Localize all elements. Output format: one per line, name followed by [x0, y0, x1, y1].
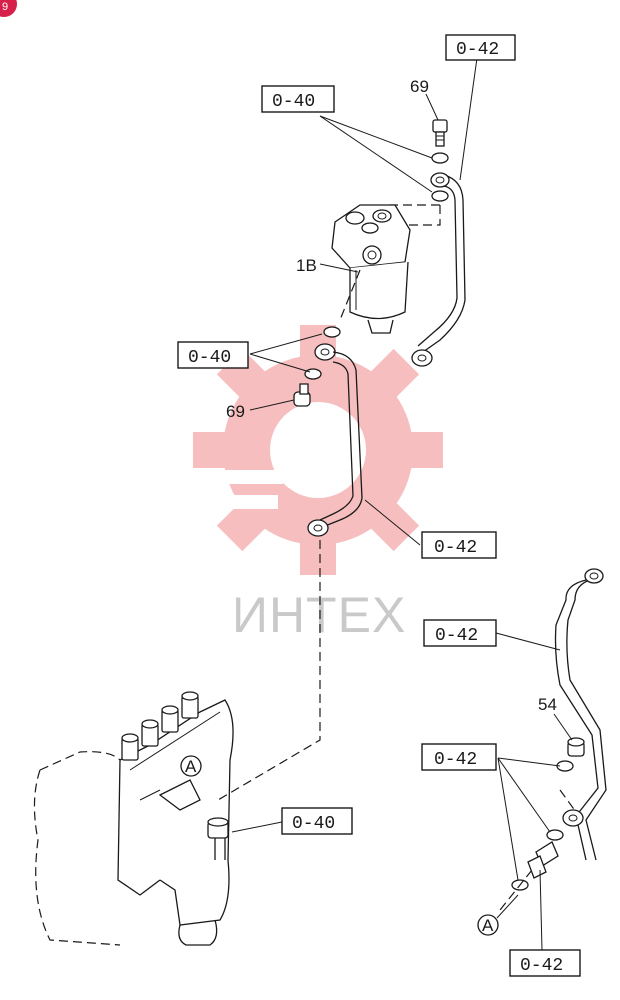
ref-label-0-42-top: 0-42 [445, 34, 516, 61]
part-number-54: 54 [538, 695, 557, 714]
corner-badge-icon: 9 [0, 0, 17, 17]
ref-label-0-40-top: 0-40 [261, 85, 335, 113]
svg-text:0-42: 0-42 [435, 626, 478, 646]
ref-label-0-40-mid: 0-40 [177, 341, 249, 369]
banjo-fitting [411, 349, 433, 367]
part-number-69-top: 69 [410, 77, 429, 96]
svg-text:0-40: 0-40 [188, 348, 231, 368]
svg-text:0-40: 0-40 [272, 92, 315, 112]
svg-text:9: 9 [2, 1, 8, 13]
fuel-filter-1b [331, 204, 411, 334]
marker-a-left: A [180, 755, 202, 777]
washer [304, 368, 322, 380]
gear-logo-watermark [168, 325, 443, 575]
ref-label-0-42-right-upper: 0-42 [423, 619, 497, 647]
ref-label-0-40-bottom: 0-40 [281, 807, 353, 835]
svg-text:0-42: 0-42 [434, 750, 477, 770]
svg-text:A: A [185, 757, 197, 776]
injection-pump [33, 691, 234, 946]
part-number-69-mid: 69 [226, 402, 245, 421]
svg-text:0-42: 0-42 [520, 956, 563, 976]
hose-connector [527, 841, 559, 879]
part-number-1b: 1B [296, 256, 317, 275]
washer [431, 152, 449, 164]
washer [323, 326, 341, 338]
plug-54 [567, 737, 585, 757]
marker-a-right: A [477, 914, 499, 936]
svg-text:0-42: 0-42 [456, 40, 499, 60]
ref-label-0-42-right-mid: 0-42 [421, 743, 497, 771]
watermark-text: ИНТЕХ [232, 587, 406, 643]
ref-label-0-42-mid: 0-42 [421, 531, 497, 559]
ref-label-0-42-bottom: 0-42 [509, 949, 581, 977]
svg-text:A: A [482, 916, 494, 935]
washer [431, 190, 449, 202]
bolt-69-mid [293, 383, 311, 407]
bolt-69-top [432, 119, 448, 147]
svg-text:0-40: 0-40 [292, 814, 335, 834]
svg-text:0-42: 0-42 [434, 538, 477, 558]
washer [546, 829, 564, 841]
